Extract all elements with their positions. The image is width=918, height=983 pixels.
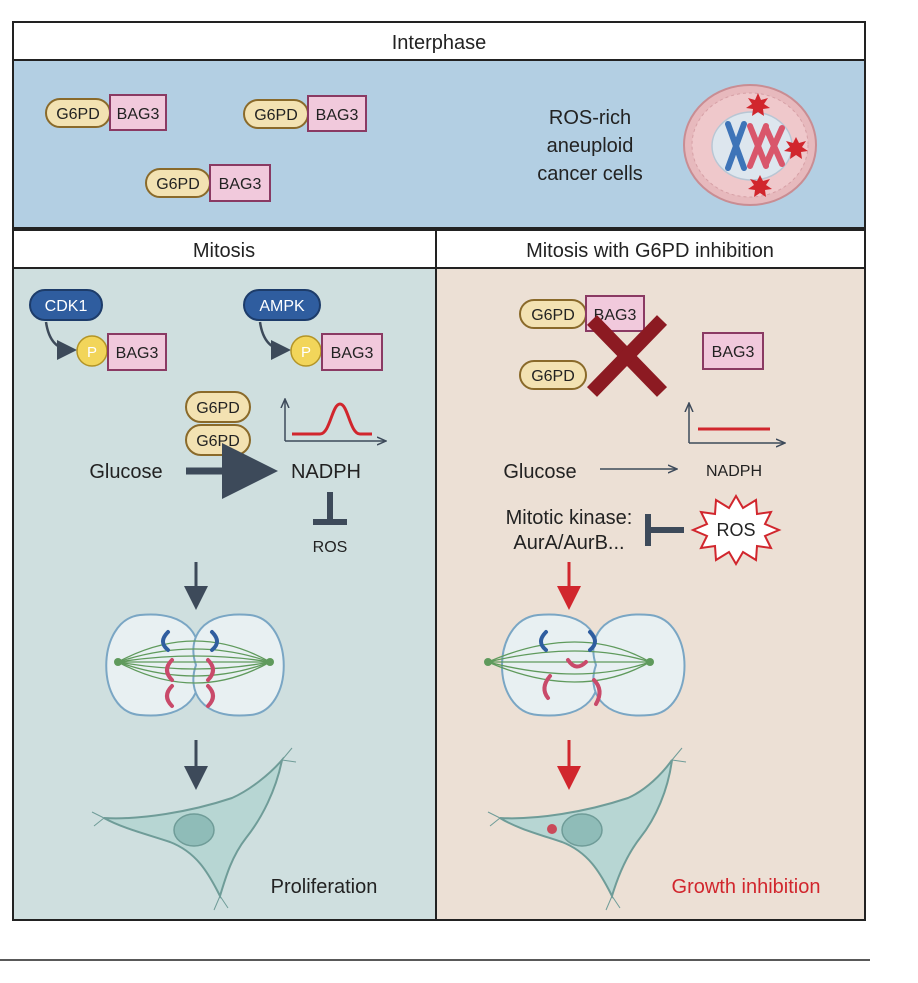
ros-label: ROS — [716, 520, 755, 540]
inhibition-bar — [645, 514, 684, 546]
g6pd-protein — [185, 391, 251, 423]
chromosome-icon — [763, 125, 785, 167]
g6pd-label: G6PD — [196, 400, 240, 417]
dividing-cell-illustration — [105, 613, 285, 717]
phospho-label: P — [301, 344, 311, 361]
bag3-label: BAG3 — [116, 345, 159, 362]
glucose-label: Glucose — [503, 461, 576, 483]
ampk-kinase — [243, 289, 321, 321]
g6pd-bag3-complex: G6PD BAG3 — [243, 95, 367, 132]
inhibition-title: Mitosis with G6PD inhibition — [526, 240, 774, 262]
ros-burst-icon — [746, 93, 770, 116]
bag3-protein — [107, 333, 167, 371]
phospho-label: P — [87, 344, 97, 361]
ros-burst-icon — [748, 175, 772, 197]
inhibited-cell-illustration — [487, 747, 687, 911]
proliferation-label: Proliferation — [271, 876, 378, 898]
bag3-protein — [209, 164, 271, 202]
g6pd-label: G6PD — [531, 307, 575, 324]
chromosome-icon — [747, 123, 769, 169]
cdk1-kinase — [29, 289, 103, 321]
bag3-label: BAG3 — [712, 344, 755, 361]
ros-label: ROS — [313, 539, 348, 556]
ampk-label: AMPK — [259, 298, 305, 315]
bag3-label: BAG3 — [117, 106, 160, 123]
growth-inhibition-label: Growth inhibition — [672, 876, 821, 898]
g6pd-label: G6PD — [531, 368, 575, 385]
chromosome-icon — [725, 121, 747, 171]
cdk1-label: CDK1 — [45, 298, 88, 315]
ros-burst-icon — [784, 137, 808, 159]
bag3-protein — [321, 333, 383, 371]
g6pd-bag3-complex: G6PD BAG3 — [45, 94, 167, 131]
g6pd-protein — [519, 360, 587, 390]
inhibition-header — [435, 229, 866, 269]
cells-label-line3: cancer cells — [537, 163, 643, 185]
bag3-label: BAG3 — [316, 107, 359, 124]
interphase-header — [12, 21, 866, 61]
blocked-x-icon — [586, 315, 668, 397]
g6pd-bag3-complex: G6PD BAG3 — [145, 164, 271, 202]
interphase-title: Interphase — [392, 32, 487, 54]
g6pd-label: G6PD — [56, 106, 100, 123]
g6pd-label: G6PD — [196, 433, 240, 450]
cancer-cell-illustration — [683, 84, 817, 206]
phosphorylation-arrow — [258, 321, 291, 360]
nadph-level-graph-low — [689, 404, 784, 443]
bag3-protein — [109, 94, 167, 131]
proliferating-cell-illustration — [91, 747, 297, 911]
glucose-label: Glucose — [89, 461, 162, 483]
bag3-label: BAG3 — [219, 176, 262, 193]
g6pd-label: G6PD — [156, 176, 200, 193]
nadph-level-graph-high — [285, 400, 385, 441]
cells-label-line2: aneuploid — [547, 135, 634, 157]
mitosis-title: Mitosis — [193, 240, 255, 262]
ros-burst-icon — [690, 494, 782, 566]
phosphorylation-arrow — [44, 321, 77, 360]
kinase-label-line1: Mitotic kinase: — [506, 507, 633, 529]
nadph-label: NADPH — [291, 461, 361, 483]
kinase-label-line2: AurA/AurB... — [513, 532, 624, 554]
cells-label-line1: ROS-rich — [549, 107, 631, 129]
g6pd-label: G6PD — [254, 107, 298, 124]
bag3-protein — [307, 95, 367, 132]
bag3-label: BAG3 — [594, 307, 637, 324]
defective-dividing-cell-illustration — [484, 613, 686, 717]
nadph-label: NADPH — [706, 463, 762, 480]
bag3-protein — [702, 332, 764, 370]
bag3-label: BAG3 — [331, 345, 374, 362]
inhibition-bar — [313, 492, 347, 525]
